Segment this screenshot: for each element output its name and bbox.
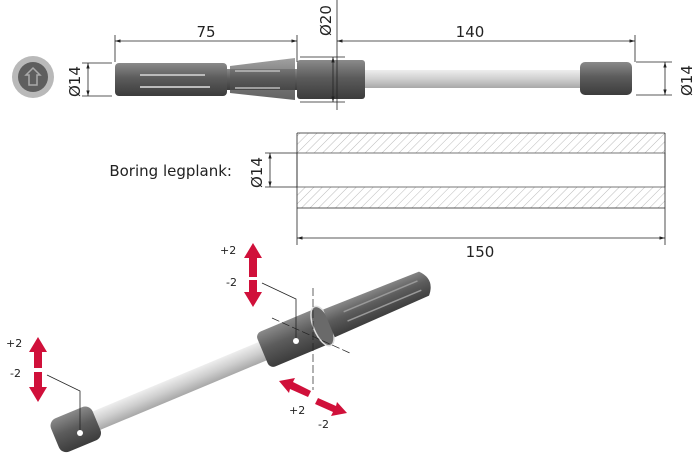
arrow-right-icon — [315, 398, 347, 416]
svg-text:-2: -2 — [318, 418, 329, 431]
arrow-down-icon — [244, 280, 262, 307]
dim-hole-diameter: Ø14 — [248, 157, 266, 188]
dim-anchor-length: 75 — [196, 23, 215, 41]
dim-cap-diameter: Ø14 — [678, 65, 696, 96]
dim-sleeve-diameter: Ø20 — [317, 5, 335, 36]
drilling-label: Boring legplank: — [109, 162, 232, 180]
arrow-up-icon — [29, 337, 47, 368]
arrow-down-icon — [29, 372, 47, 402]
svg-text:+2: +2 — [289, 404, 305, 417]
side-view-connector — [115, 58, 632, 100]
top-dimensions: 75 140 Ø20 Ø14 Ø14 — [66, 0, 696, 110]
svg-text:+2: +2 — [220, 244, 236, 257]
axis-lines — [46, 282, 353, 436]
arrow-up-icon — [24, 66, 42, 86]
dim-anchor-diameter: Ø14 — [66, 66, 84, 97]
arrow-up-icon — [244, 243, 262, 277]
svg-text:-2: -2 — [226, 276, 237, 289]
svg-text:+2: +2 — [6, 337, 22, 350]
dim-rod-length: 140 — [456, 23, 485, 41]
drill-hole-section: 150 Ø14 Boring legplank: — [109, 132, 666, 261]
end-view-cap — [12, 56, 54, 98]
svg-text:-2: -2 — [10, 367, 21, 380]
arrow-left-icon — [279, 378, 311, 397]
adjust-arrows — [29, 243, 347, 416]
adjust-labels: +2 -2 +2 -2 +2 -2 — [6, 244, 329, 431]
dim-hole-depth: 150 — [466, 243, 495, 261]
isometric-connector — [50, 271, 431, 453]
